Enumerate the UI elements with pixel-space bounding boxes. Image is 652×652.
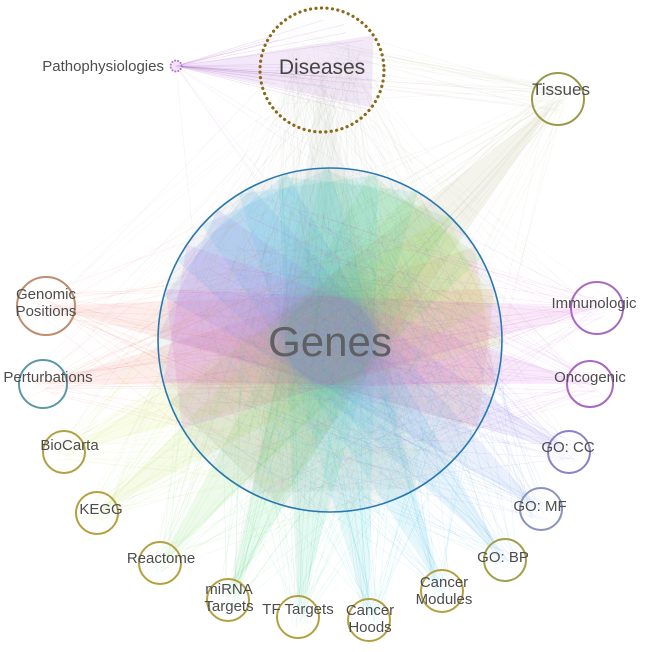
node-diseases[interactable] (258, 6, 386, 134)
node-cancer-hoods[interactable] (347, 598, 391, 642)
node-biocarta[interactable] (42, 430, 86, 474)
node-oncogenic[interactable] (566, 360, 614, 408)
node-go-cc[interactable] (547, 430, 591, 474)
node-pathophysiologies[interactable] (169, 59, 183, 73)
node-tissues[interactable] (531, 72, 585, 126)
peripheral-nodes (16, 6, 624, 642)
node-go-mf[interactable] (519, 487, 563, 531)
node-cancer-modules[interactable] (420, 569, 464, 613)
node-mirna-targets[interactable] (206, 578, 250, 622)
node-immunologic[interactable] (570, 281, 624, 335)
genes-inner-edges (165, 176, 493, 511)
node-genomic-positions[interactable] (16, 276, 76, 336)
node-genes[interactable] (157, 167, 503, 513)
node-tf-targets[interactable] (276, 595, 320, 639)
edge-fans (43, 35, 597, 621)
node-go-bp[interactable] (483, 538, 527, 582)
edge-bundles (31, 19, 610, 631)
node-perturbations[interactable] (18, 359, 68, 409)
node-kegg[interactable] (75, 491, 119, 535)
node-reactome[interactable] (138, 541, 182, 585)
